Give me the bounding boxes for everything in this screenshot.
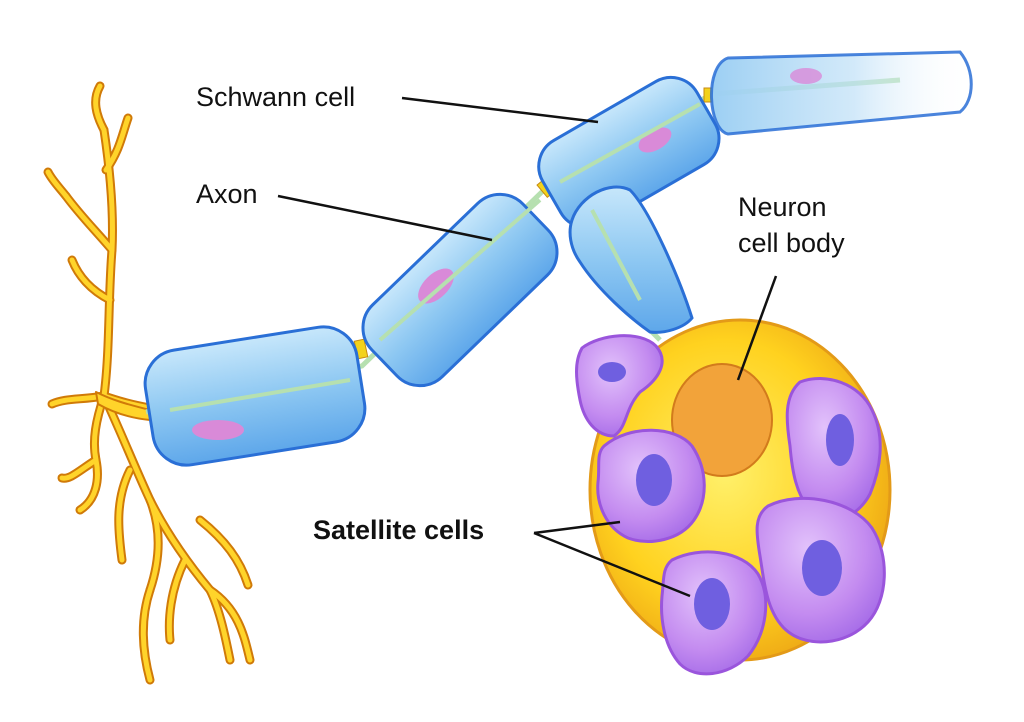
schwann-cell-1 xyxy=(143,325,367,467)
schwann-cell-label: Schwann cell xyxy=(196,82,356,112)
schwann-cells xyxy=(143,50,973,467)
satellite-leader-1 xyxy=(533,520,621,535)
schwann-cell-branch xyxy=(568,185,694,334)
axon-label: Axon xyxy=(196,179,258,209)
neuron-cell-body-leader xyxy=(736,275,778,381)
leader-lines xyxy=(277,96,778,598)
schwann-nucleus xyxy=(790,68,822,84)
schwann-cell-3 xyxy=(537,75,721,230)
satellite-nuclei xyxy=(598,362,854,630)
schwann-nucleus xyxy=(418,268,454,304)
cell-body-nucleus xyxy=(671,363,773,477)
schwann-cell-leader xyxy=(401,96,599,124)
satellite-leader-2 xyxy=(533,531,691,598)
dendrites xyxy=(43,81,255,685)
schwann-nucleus xyxy=(192,420,244,440)
axon-leader xyxy=(277,194,493,242)
neuron-label-line1: Neuron xyxy=(738,192,827,222)
schwann-cell-4 xyxy=(710,50,973,136)
neuron-label-line2: cell body xyxy=(738,228,845,258)
schwann-cell-2 xyxy=(361,192,559,388)
satellite-cell xyxy=(575,334,664,438)
satellite-cells-label: Satellite cells xyxy=(313,515,485,545)
